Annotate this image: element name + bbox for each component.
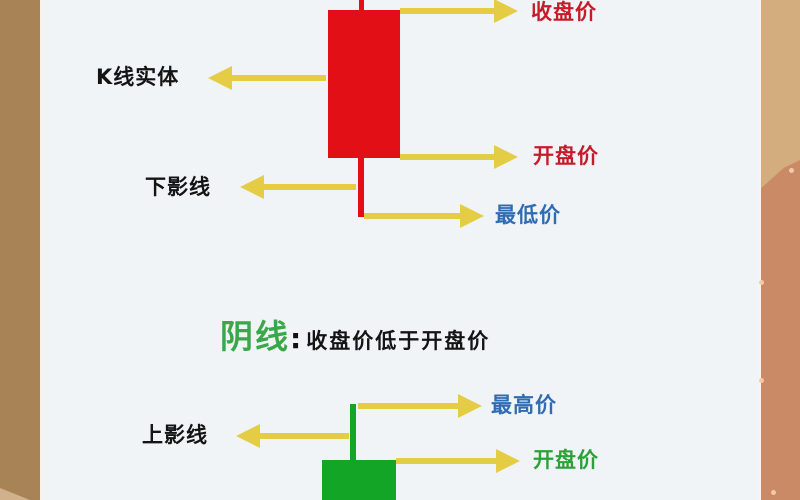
decor-dot	[759, 280, 764, 285]
decor-dot	[771, 490, 776, 495]
label-candle-body: K线实体	[96, 65, 180, 89]
right-border-top-band	[759, 0, 800, 190]
lower-shadow-wick	[358, 156, 364, 217]
upper-shadow-wick-green	[350, 404, 356, 462]
bullish-arrows	[208, 0, 518, 228]
right-border-edge	[759, 0, 761, 500]
label-low-price: 最低价	[495, 203, 561, 227]
bearish-arrows	[236, 394, 520, 473]
left-border-corner	[0, 488, 30, 500]
candle-body-green	[322, 460, 396, 500]
label-close-price: 收盘价	[531, 0, 597, 24]
bearish-candle	[322, 404, 396, 500]
upper-shadow-wick	[359, 0, 364, 12]
label-upper-shadow: 上影线	[142, 423, 208, 447]
heading-colon: :	[290, 322, 302, 355]
label-open-price-green: 开盘价	[533, 448, 599, 472]
left-border-edge	[40, 0, 42, 500]
label-high-price: 最高价	[491, 393, 557, 417]
candle-body-red	[328, 10, 400, 158]
decor-dot	[759, 378, 764, 383]
label-lower-shadow: 下影线	[145, 175, 211, 199]
label-open-price: 开盘价	[533, 144, 599, 168]
left-decorative-border	[0, 0, 42, 500]
bearish-heading: 阴线: 收盘价低于开盘价	[220, 320, 490, 353]
bearish-description: 收盘价低于开盘价	[306, 329, 491, 353]
right-decorative-border	[759, 0, 800, 500]
decor-dot	[789, 168, 794, 173]
bearish-title: 阴线	[220, 317, 290, 356]
bullish-candle	[328, 0, 400, 217]
